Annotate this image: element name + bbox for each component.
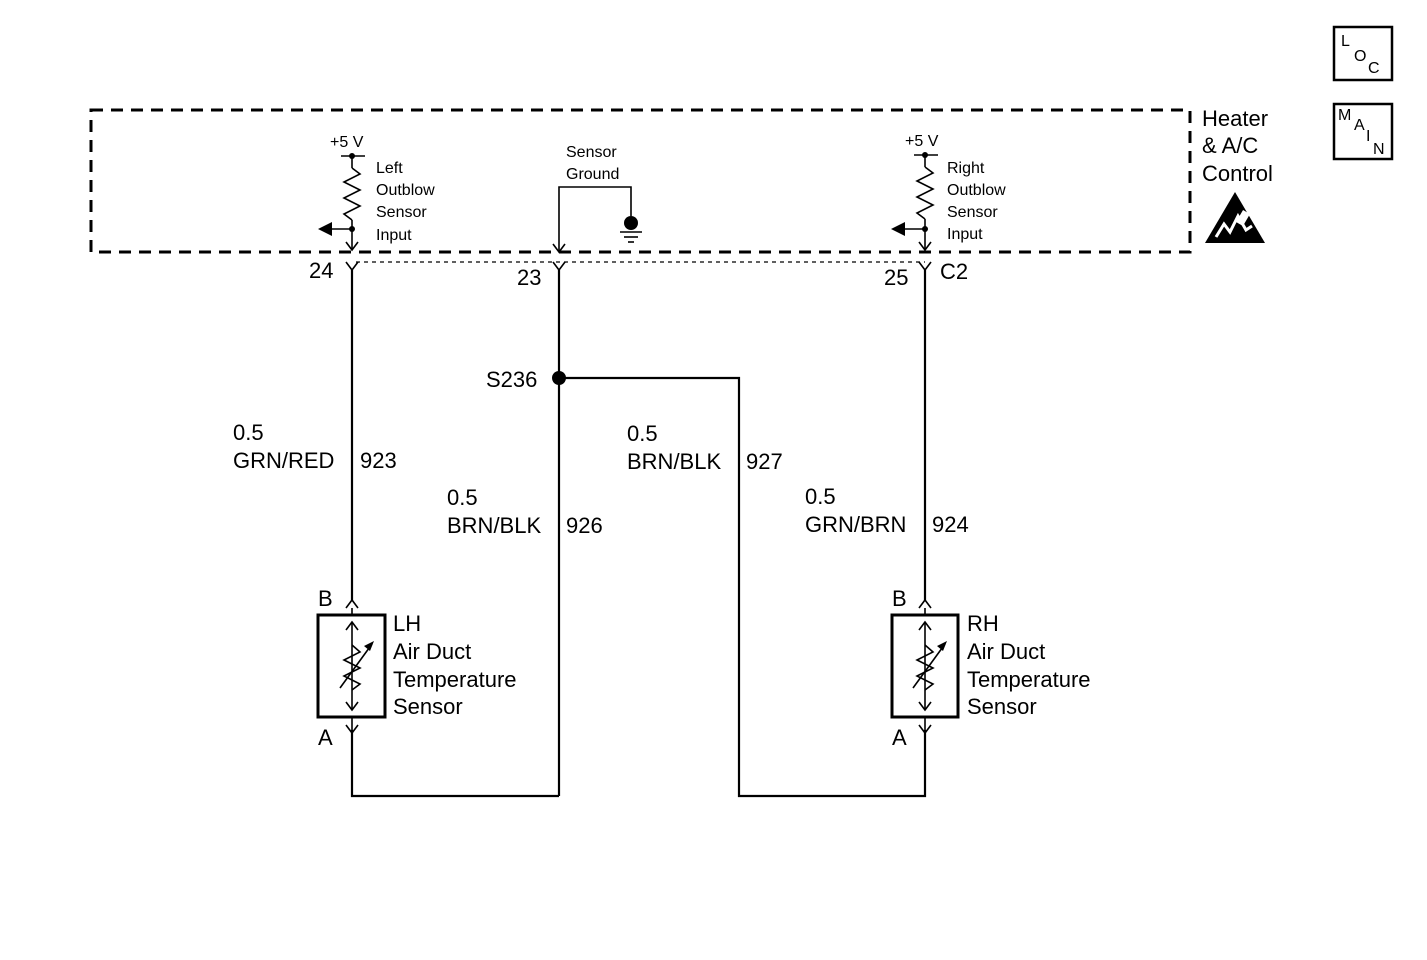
- sensor-ground-circuit: [552, 186, 642, 254]
- wire-927-color: BRN/BLK: [627, 449, 721, 474]
- ground-label-1: Sensor: [566, 144, 617, 161]
- wire-927-gauge: 0.5: [627, 421, 658, 446]
- left-input-label-2: Outblow: [376, 182, 435, 199]
- lh-sensor-label-2: Air Duct: [393, 639, 471, 664]
- rh-pin-a: A: [892, 725, 907, 750]
- lh-sensor-label-1: LH: [393, 611, 421, 636]
- rh-sensor-label-2: Air Duct: [967, 639, 1045, 664]
- esd-sensitive-icon: [1205, 192, 1265, 243]
- pin-24-label: 24: [309, 258, 333, 283]
- module-name-line3: Control: [1202, 161, 1273, 186]
- lh-pin-a: A: [318, 725, 333, 750]
- splice-s236: [552, 371, 566, 385]
- wire-923-circuit: 923: [360, 448, 397, 473]
- left-input-voltage: +5 V: [330, 134, 364, 151]
- wire-927-circuit: 927: [746, 449, 783, 474]
- rh-sensor-label-3: Temperature: [967, 667, 1091, 692]
- loc-letter-2: O: [1354, 48, 1366, 65]
- left-input-label-4: Input: [376, 227, 412, 244]
- main-letter-4: N: [1373, 141, 1385, 158]
- module-boundary: [89, 108, 1192, 254]
- rh-sensor-label-4: Sensor: [967, 694, 1037, 719]
- ground-label-2: Ground: [566, 166, 619, 183]
- terminal-25: [918, 261, 932, 272]
- lh-pin-b: B: [318, 586, 333, 611]
- right-input-circuit: [891, 152, 938, 252]
- terminal-23: [552, 261, 566, 272]
- lh-sensor-component: [316, 598, 387, 735]
- wire-924-color: GRN/BRN: [805, 512, 906, 537]
- right-input-label-3: Sensor: [947, 204, 998, 221]
- loc-letter-3: C: [1368, 60, 1380, 77]
- wire-923-color: GRN/RED: [233, 448, 334, 473]
- wire-923-gauge: 0.5: [233, 420, 264, 445]
- left-input-label-3: Sensor: [376, 204, 427, 221]
- pin-23-label: 23: [517, 265, 541, 290]
- wire-926-gauge: 0.5: [447, 485, 478, 510]
- module-name-line1: Heater: [1202, 106, 1268, 131]
- wire-926-color: BRN/BLK: [447, 513, 541, 538]
- module-name-line2: & A/C: [1202, 133, 1258, 158]
- wire-lh-return: [350, 730, 559, 798]
- main-letter-3: I: [1366, 128, 1370, 145]
- terminal-24: [345, 261, 359, 272]
- wire-924-gauge: 0.5: [805, 484, 836, 509]
- rh-pin-b: B: [892, 586, 907, 611]
- loc-letter-1: L: [1341, 33, 1350, 50]
- lh-sensor-label-4: Sensor: [393, 694, 463, 719]
- rh-sensor-component: [890, 598, 960, 735]
- connector-c2-label: C2: [940, 259, 968, 284]
- right-input-label-2: Outblow: [947, 182, 1006, 199]
- loc-button[interactable]: L O C: [1332, 25, 1394, 82]
- splice-label: S236: [486, 367, 537, 392]
- main-letter-2: A: [1354, 117, 1365, 134]
- wire-926-circuit: 926: [566, 513, 603, 538]
- rh-sensor-label-1: RH: [967, 611, 999, 636]
- left-input-circuit: [318, 153, 365, 252]
- main-button[interactable]: M A I N: [1332, 102, 1394, 161]
- main-letter-1: M: [1338, 107, 1351, 124]
- right-input-label-1: Right: [947, 160, 985, 177]
- wire-927: [559, 376, 927, 798]
- lh-sensor-label-3: Temperature: [393, 667, 517, 692]
- right-input-voltage: +5 V: [905, 133, 939, 150]
- wire-924-circuit: 924: [932, 512, 969, 537]
- left-input-label-1: Left: [376, 160, 403, 177]
- pin-25-label: 25: [884, 265, 908, 290]
- right-input-label-4: Input: [947, 226, 983, 243]
